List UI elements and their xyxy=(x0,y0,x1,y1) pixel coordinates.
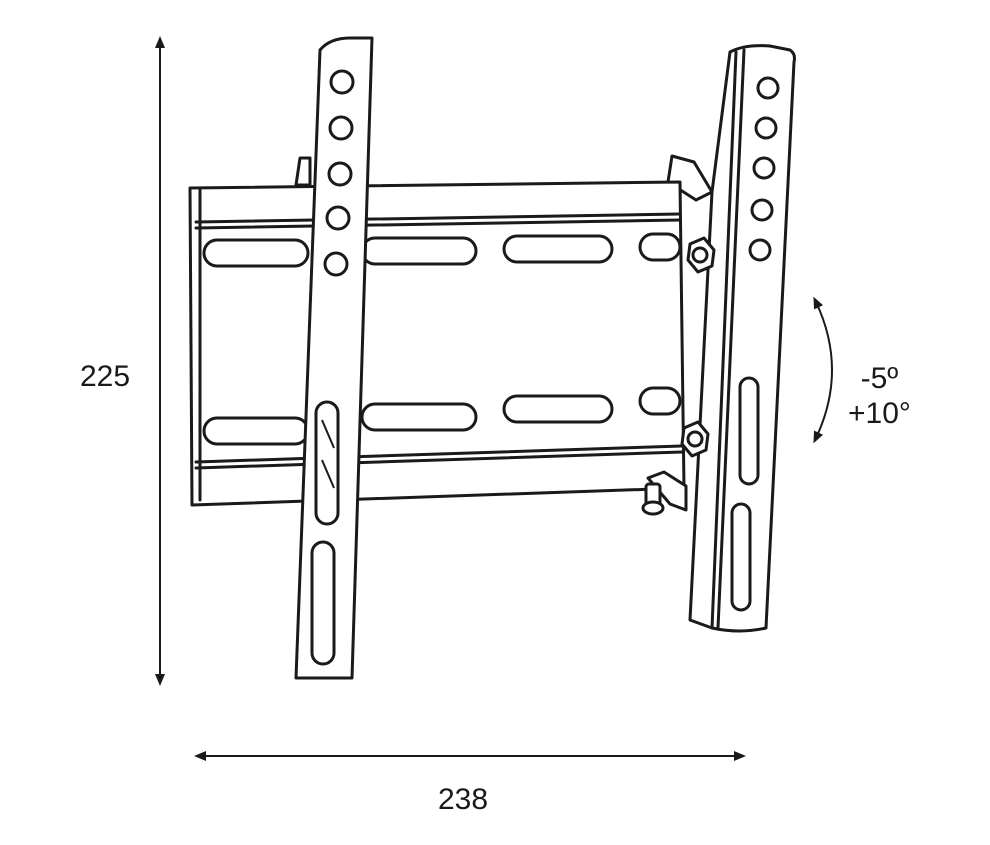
arm-hole xyxy=(325,205,351,231)
wall-plate xyxy=(188,154,714,507)
left-bracket-arm xyxy=(294,36,374,680)
plate-slot xyxy=(638,232,682,262)
arm-hole xyxy=(327,161,353,187)
plate-slot xyxy=(502,234,614,264)
arm-hole xyxy=(752,156,776,180)
plate-slot xyxy=(638,386,682,416)
plate-slot xyxy=(360,402,478,432)
arm-hole xyxy=(754,116,778,140)
tilt-arc-arrow xyxy=(813,296,833,444)
tilt-up-label: +10° xyxy=(848,396,911,430)
arm-hole xyxy=(323,251,349,277)
arm-hole xyxy=(756,76,780,100)
hex-bolt xyxy=(686,236,716,274)
height-dimension-label: 225 xyxy=(80,360,131,393)
plate-slot xyxy=(502,394,614,424)
hex-bolt xyxy=(680,420,710,458)
safety-screw xyxy=(641,470,688,516)
plate-slots xyxy=(202,232,682,446)
tilt-down-label: -5º xyxy=(860,362,899,395)
width-dimension-label: 238 xyxy=(438,783,489,816)
arm-hole xyxy=(750,198,774,222)
arm-slot xyxy=(738,376,760,486)
arm-slot xyxy=(314,400,340,526)
arm-hole xyxy=(748,238,772,262)
tilt-range-label: -5º +10° xyxy=(848,362,911,431)
plate-slot xyxy=(202,416,310,446)
plate-slot xyxy=(360,236,478,266)
arm-hole xyxy=(329,69,355,95)
plate-slot xyxy=(202,238,310,268)
right-bracket-arm xyxy=(688,44,796,633)
arm-hole xyxy=(328,115,354,141)
arm-slot xyxy=(730,502,752,612)
arm-slot xyxy=(310,540,336,666)
